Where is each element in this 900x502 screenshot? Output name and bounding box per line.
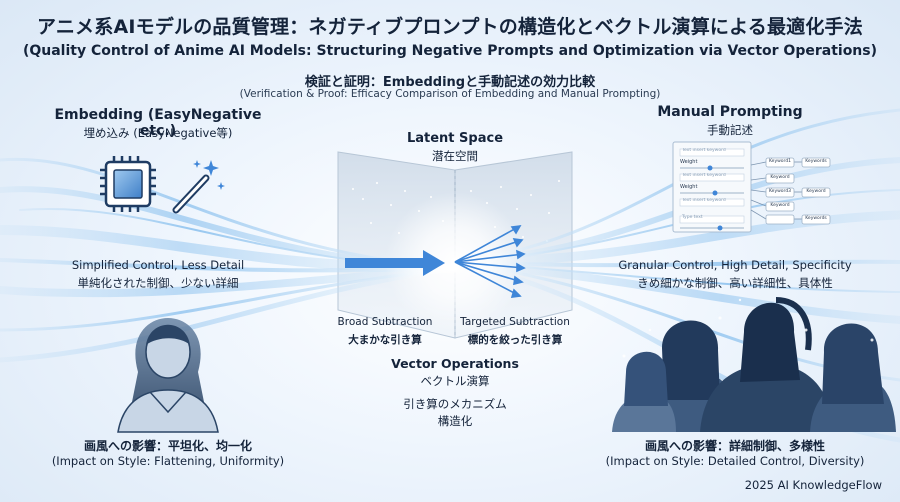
panel-node-2: Keywords: [805, 159, 827, 164]
embedding-control-en: Simplified Control, Less Detail: [71, 258, 245, 272]
targeted-arrows: [454, 225, 526, 298]
panel-type-text: Type text: [682, 215, 703, 220]
panel-node-6: Keyword: [770, 203, 790, 208]
panel-node-5: Keyword: [806, 189, 826, 194]
vector-operations-label-jp: ベクトル演算: [420, 374, 490, 388]
manual-control-jp: きめ細かな制御、高い詳細性、具体性: [637, 276, 833, 290]
manual-prompt-panel: [672, 141, 831, 233]
panel-node-7: Keywords: [805, 216, 827, 221]
manual-prompting-title: Manual Prompting: [657, 104, 803, 120]
panel-input-3: Text insert keyword: [682, 198, 726, 203]
magic-wand-icon: [172, 160, 225, 214]
section-heading-en: (Verification & Proof: Efficacy Comparis…: [239, 88, 661, 100]
broad-subtraction-label: Broad Subtraction: [337, 316, 433, 328]
manual-impact-en: (Impact on Style: Detailed Control, Dive…: [605, 454, 865, 468]
latent-space-label: Latent Space: [406, 131, 504, 146]
panel-input-1: Text insert keyword: [682, 148, 726, 153]
panel-node-4: Keyword3: [768, 189, 792, 194]
vector-operations-label: Vector Operations: [391, 356, 519, 371]
main-subtitle: (Quality Control of Anime AI Models: Str…: [22, 43, 878, 59]
main-title: アニメ系AIモデルの品質管理：ネガティブプロンプトの構造化とベクトル演算による最…: [37, 16, 863, 38]
panel-node-3: Keyword: [770, 175, 790, 180]
broad-subtraction-label-jp: 大まかな引き算: [348, 334, 422, 346]
embedding-title-jp: 埋め込み (EasyNegative等): [83, 126, 233, 140]
diverse-anime-characters-illustration: [612, 297, 896, 432]
targeted-subtraction-label-jp: 標的を絞った引き算: [467, 334, 563, 346]
embedding-impact-jp: 画風への影響：平坦化、均一化: [83, 439, 252, 453]
panel-weight-2: Weight: [680, 184, 698, 190]
structuring-label: 構造化: [437, 414, 473, 428]
subtraction-mechanism-label: 引き算のメカニズム: [403, 397, 507, 411]
targeted-subtraction-label: Targeted Subtraction: [460, 316, 570, 328]
panel-input-2: Text insert keyword: [682, 173, 726, 178]
footer-credit: 2025 AI KnowledgeFlow: [744, 478, 882, 492]
panel-weight-1: Weight: [680, 159, 698, 165]
latent-space-label-jp: 潜在空間: [432, 149, 478, 163]
embedding-impact-en: (Impact on Style: Flattening, Uniformity…: [51, 454, 285, 468]
chip-icon: [100, 156, 156, 212]
embedding-control-jp: 単純化された制御、少ない詳細: [77, 276, 239, 290]
embedding-title: Embedding (EasyNegative etc.): [54, 107, 262, 139]
flat-anime-girl-illustration: [117, 318, 219, 433]
manual-prompting-title-jp: 手動記述: [707, 123, 753, 137]
section-heading: 検証と証明：Embeddingと手動記述の効力比較: [304, 75, 596, 90]
manual-impact-jp: 画風への影響：詳細制御、多様性: [644, 439, 825, 453]
manual-control-en: Granular Control, High Detail, Specifici…: [618, 258, 852, 272]
broad-arrow: [345, 250, 445, 276]
panel-node-1: Keyword1: [768, 159, 792, 164]
